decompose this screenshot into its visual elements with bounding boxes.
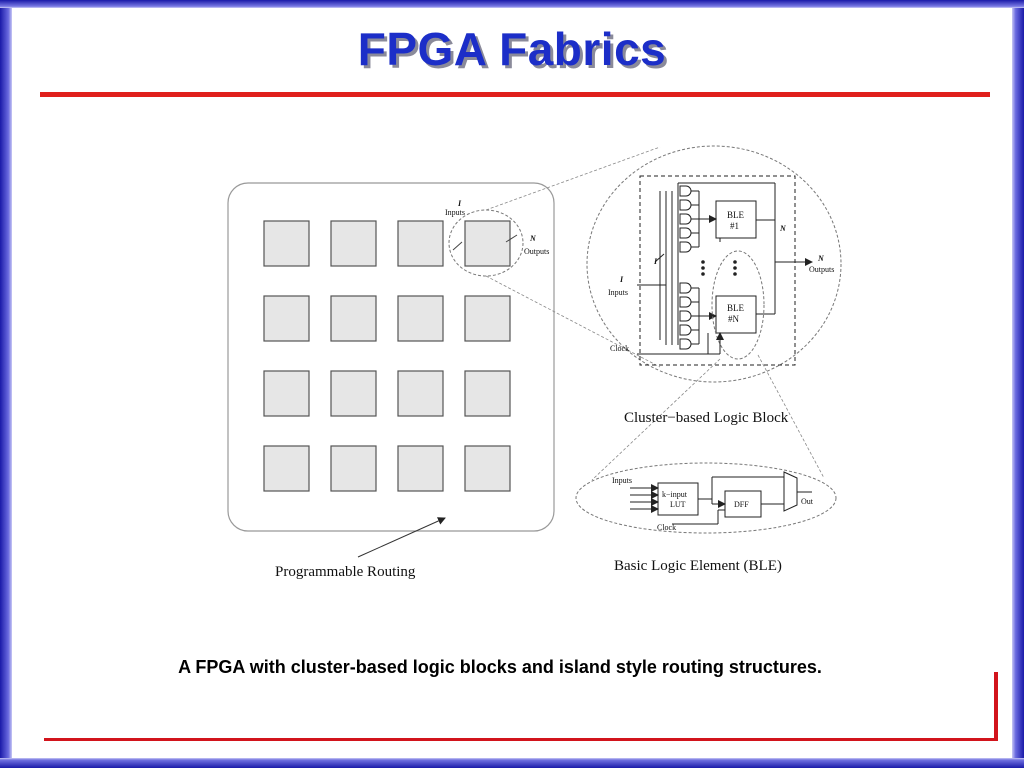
- ble-title: Basic Logic Element (BLE): [614, 558, 782, 574]
- output-mux: [783, 471, 798, 512]
- logic-block-tile: [464, 220, 511, 267]
- cluster-outputs-label: Outputs: [809, 265, 834, 274]
- logic-block-tile: [263, 445, 310, 492]
- tile-inputs-symbol: I: [457, 199, 462, 208]
- logic-block-grid: [263, 220, 511, 492]
- ble-1-number: #1: [730, 221, 739, 231]
- tile-outputs-symbol: N: [529, 234, 537, 243]
- routing-pointer: [357, 517, 446, 558]
- logic-block-tile: [330, 370, 377, 417]
- title-underline: [40, 92, 990, 97]
- logic-block-tile: [263, 295, 310, 342]
- logic-block-tile: [397, 220, 444, 267]
- slide-frame-top: [0, 0, 1024, 8]
- slide-frame-bottom: [0, 758, 1024, 768]
- ble-clock-label: Clock: [657, 523, 676, 532]
- ble-inputs-label: Inputs: [612, 476, 632, 485]
- cluster-outputs-symbol: N: [817, 254, 825, 263]
- tile-zoom-circle: [448, 209, 524, 277]
- lut-label-line2: LUT: [670, 500, 686, 509]
- ble-1-label: BLE: [727, 210, 745, 220]
- logic-block-tile: [330, 220, 377, 267]
- logic-block-tile: [263, 220, 310, 267]
- routing-area: [227, 182, 555, 532]
- cluster-feedback-symbol: N: [779, 224, 787, 233]
- ble-detail-ellipse: [575, 462, 837, 534]
- logic-block-tile: [464, 445, 511, 492]
- ble-n-label: BLE: [727, 303, 745, 313]
- cluster-title: Cluster−based Logic Block: [624, 410, 789, 426]
- footer-rule: [44, 738, 998, 741]
- cluster-inputs-symbol: I: [619, 275, 624, 284]
- logic-block-tile: [397, 295, 444, 342]
- slide-title: FPGA Fabrics: [357, 23, 667, 75]
- tile-outputs-label: Outputs: [524, 247, 549, 256]
- logic-block-tile: [397, 445, 444, 492]
- ble-out-label: Out: [801, 497, 814, 506]
- slide-caption: A FPGA with cluster-based logic blocks a…: [178, 657, 822, 677]
- lut-label-line1: k−input: [662, 490, 688, 499]
- logic-block-tile: [397, 370, 444, 417]
- logic-block-tile: [464, 370, 511, 417]
- dff-label: DFF: [734, 500, 749, 509]
- cluster-labels: BLE #1 BLE #N I I Inputs N N Outputs Clo…: [608, 210, 834, 426]
- ble-zoom-ellipse: [711, 250, 765, 360]
- ble-detail-labels: Inputs k−input LUT DFF Out Clock Basic L…: [612, 476, 814, 574]
- logic-block-tile: [464, 295, 511, 342]
- fabric-array: I Inputs N Outputs Programmable Routing: [227, 146, 661, 580]
- footer-rule-side: [994, 672, 998, 741]
- cluster-boundary: [639, 175, 796, 366]
- ble-n-number: #N: [728, 314, 740, 324]
- cluster-internal-symbol: I: [653, 257, 658, 266]
- lut-box: [657, 482, 699, 516]
- slide-frame-right: [1012, 0, 1024, 768]
- routing-label: Programmable Routing: [275, 564, 416, 580]
- cluster-logic-block: [586, 145, 842, 481]
- cluster-inputs-label: Inputs: [608, 288, 628, 297]
- cluster-clock-label: Clock: [610, 344, 629, 353]
- ble-detail: [575, 462, 837, 534]
- tile-inputs-label: Inputs: [445, 208, 465, 217]
- logic-block-tile: [330, 295, 377, 342]
- cluster-zoom-circle: [586, 145, 842, 383]
- logic-block-tile: [263, 370, 310, 417]
- slide-frame-left: [0, 0, 12, 768]
- logic-block-tile: [330, 445, 377, 492]
